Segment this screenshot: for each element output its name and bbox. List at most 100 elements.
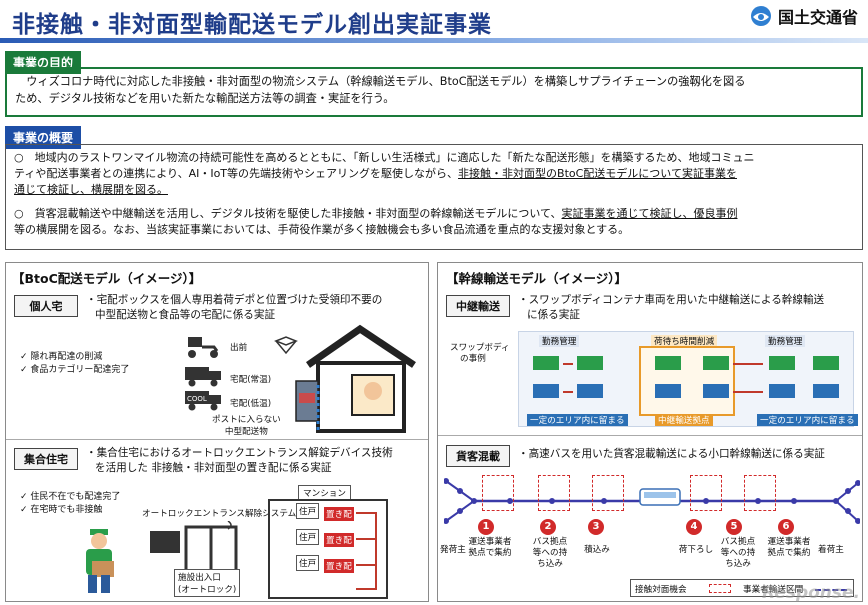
legend-contact-label: 接触対面機会 bbox=[635, 585, 687, 595]
step-label-1: 運送事業者 拠点で集約 bbox=[468, 537, 512, 558]
delivery-person-icon bbox=[86, 529, 114, 593]
relay-tag: 中継輸送 bbox=[446, 295, 510, 317]
post-note-line-1: ポストに入らない bbox=[212, 415, 281, 425]
entrance-label: 施設出入口 (オートロック) bbox=[174, 569, 241, 597]
entrance-line-1: 施設出入口 bbox=[178, 573, 221, 583]
post-note: ポストに入らない 中型配送物 bbox=[212, 413, 281, 437]
truck-icon bbox=[185, 367, 221, 387]
apartment-desc-line-2: を活用した 非接触・非対面型の置き配に係る実証 bbox=[95, 462, 332, 474]
step-number-3: 3 bbox=[588, 519, 604, 535]
step-number-4: 4 bbox=[686, 519, 702, 535]
summary-p2-underlined: 実証事業を通じて検証し、優良事例 bbox=[561, 207, 738, 220]
mixed-desc: ・高速バスを用いた貨客混載輸送による小口幹線輸送に係る実証 bbox=[518, 448, 825, 460]
summary-p1-b: ティや配送事業者との連携により、AI・IoT等の先端技術やシェアリングを駆使しな… bbox=[14, 167, 459, 180]
relay-diagram: 勤務管理 荷待ち時間削減 勤務管理 一定のエリア内に留まる 中継輸送拠点 一定の… bbox=[518, 331, 858, 427]
shipper-label: 発荷主 bbox=[440, 545, 466, 555]
trunk-panel: 【幹線輸送モデル（イメージ）】 中継輸送 ・スワップボディコンテナ車両を用いた中… bbox=[437, 262, 863, 602]
relay-top-3: 勤務管理 bbox=[765, 335, 806, 347]
page-title: 非接触・非対面型輸配送モデル創出実証事業 bbox=[12, 12, 492, 38]
step-label-2: バス拠点 等への持 ち込み bbox=[532, 537, 568, 569]
step-number-1: 1 bbox=[478, 519, 494, 535]
contact-zone-1 bbox=[482, 475, 514, 511]
legend-section-label: 事業者輸送区間 bbox=[743, 585, 804, 595]
house-illustration bbox=[295, 324, 416, 433]
purpose-line-2: ため、デジタル技術などを用いた新たな輸配送方法等の調査・実証を行う。 bbox=[15, 92, 395, 105]
step-number-2: 2 bbox=[540, 519, 556, 535]
check-item-1: ✓ 隠れ再配達の削減 bbox=[20, 352, 103, 362]
item-low-temp: 宅配(低温) bbox=[230, 399, 272, 409]
relay-desc: ・スワップボディコンテナ車両を用いた中継輸送による幹線輸送 に係る実証 bbox=[518, 293, 860, 323]
autolock-label: オートロックエントランス解除システム bbox=[142, 509, 297, 519]
swap-body-line-1: スワップボディ bbox=[450, 343, 510, 353]
ministry-logo: 国土交通省 bbox=[750, 4, 858, 28]
step-label-5: バス拠点 等への持 ち込み bbox=[720, 537, 756, 569]
package-icon bbox=[274, 336, 298, 355]
mansion-building bbox=[268, 499, 388, 599]
okihai-label-3: 置き配 bbox=[324, 559, 354, 573]
house-desc-line-2: 中型配送物と食品等の宅配に係る実証 bbox=[95, 309, 276, 321]
okihai-label-2: 置き配 bbox=[324, 533, 354, 547]
cool-label: COOL bbox=[187, 395, 207, 403]
contact-zone-5 bbox=[744, 475, 776, 511]
summary-paragraph-1: ○ 地域内のラストワンマイル物流の持続可能性を高めるとともに、「新しい生活様式」… bbox=[14, 150, 854, 198]
relay-desc-line-1: ・スワップボディコンテナ車両を用いた中継輸送による幹線輸送 bbox=[518, 294, 825, 306]
okihai-label-1: 置き配 bbox=[324, 507, 354, 521]
header-rule bbox=[0, 38, 868, 43]
scooter-icon bbox=[188, 337, 219, 358]
summary-p1-underlined: 非接触・非対面型のBtoC配送モデルについて実証事業を bbox=[458, 167, 737, 180]
house-desc: ・宅配ボックスを個人専用着荷デポと位置づけた受領印不要の 中型配送物と食品等の宅… bbox=[86, 293, 426, 323]
trunk-title: 【幹線輸送モデル（イメージ）】 bbox=[446, 271, 628, 286]
entrance-illustration bbox=[150, 521, 238, 575]
legend-section-swatch bbox=[815, 589, 847, 591]
legend-contact-swatch bbox=[709, 584, 731, 593]
post-note-line-2: 中型配送物 bbox=[224, 427, 268, 437]
apartment-check-1: ✓ 住民不在でも配達完了 bbox=[20, 492, 121, 502]
unit-label-1: 住戸 bbox=[296, 503, 320, 519]
item-normal-temp: 宅配(常温) bbox=[230, 375, 272, 385]
entrance-line-2: (オートロック) bbox=[178, 585, 237, 595]
summary-label: 事業の概要 bbox=[5, 126, 82, 149]
relay-bottom-1: 一定のエリア内に留まる bbox=[527, 414, 628, 426]
apartment-desc-line-1: ・集合住宅におけるオートロックエントランス解錠デバイス技術 bbox=[86, 447, 393, 459]
summary-paragraph-2: ○ 貨客混載輸送や中継輸送を活用し、デジタル技術を駆使した非接触・非対面型の幹線… bbox=[14, 206, 854, 238]
step-number-6: 6 bbox=[778, 519, 794, 535]
cool-truck-icon: COOL bbox=[185, 391, 221, 411]
btoc-divider bbox=[6, 439, 428, 440]
apartment-desc: ・集合住宅におけるオートロックエントランス解錠デバイス技術 を活用した 非接触・… bbox=[86, 446, 426, 476]
house-checks: ✓ 隠れ再配達の削減 ✓ 食品カテゴリー配達完了 bbox=[20, 351, 129, 377]
step-label-4: 荷下ろし bbox=[678, 545, 714, 555]
summary-p2-c: 等の横展開を図る。なお、当該実証事業においては、手荷役作業が多く接触機会も多い食… bbox=[14, 223, 630, 236]
summary-p2-a: ○ 貨客混載輸送や中継輸送を活用し、デジタル技術を駆使した非接触・非対面型の幹線… bbox=[14, 207, 562, 220]
btoc-title: 【BtoC配送モデル（イメージ）】 bbox=[12, 271, 202, 286]
swap-body-line-2: の事例 bbox=[460, 354, 486, 364]
house-tag: 個人宅 bbox=[14, 295, 78, 317]
contact-zone-3 bbox=[592, 475, 624, 511]
step-number-5: 5 bbox=[726, 519, 742, 535]
trunk-divider bbox=[438, 435, 862, 436]
unit-label-3: 住戸 bbox=[296, 555, 320, 571]
relay-desc-line-2: に係る実証 bbox=[527, 309, 580, 321]
unit-label-2: 住戸 bbox=[296, 529, 320, 545]
mlit-emblem-icon bbox=[750, 6, 771, 26]
relay-trucks-graphic bbox=[533, 356, 839, 398]
relay-bottom-3: 一定のエリア内に留まる bbox=[757, 414, 858, 426]
house-desc-line-1: ・宅配ボックスを個人専用着荷デポと位置づけた受領印不要の bbox=[86, 294, 383, 306]
summary-box: ○ 地域内のラストワンマイル物流の持続可能性を高めるとともに、「新しい生活様式」… bbox=[5, 144, 863, 250]
relay-bottom-2: 中継輸送拠点 bbox=[655, 414, 713, 426]
step-label-6: 運送事業者 拠点で集約 bbox=[767, 537, 811, 558]
btoc-panel: 【BtoC配送モデル（イメージ）】 個人宅 ・宅配ボックスを個人専用着荷デポと位… bbox=[5, 262, 429, 602]
apartment-checks: ✓ 住民不在でも配達完了 ✓ 在宅時でも非接触 bbox=[20, 491, 120, 517]
relay-top-2: 荷待ち時間削減 bbox=[651, 335, 718, 347]
purpose-box: ウィズコロナ時代に対応した非接触・非対面型の物流システム（幹線輸送モデル、Bto… bbox=[5, 67, 863, 117]
summary-p1-d: 通じて検証し、横展開を図る。 bbox=[14, 183, 168, 196]
apartment-tag: 集合住宅 bbox=[14, 448, 78, 470]
apartment-check-2: ✓ 在宅時でも非接触 bbox=[20, 505, 103, 515]
contact-zone-2 bbox=[538, 475, 570, 511]
step-label-3: 積込み bbox=[584, 545, 610, 555]
contact-zone-4 bbox=[690, 475, 722, 511]
route-legend: 接触対面機会 事業者輸送区間 bbox=[630, 579, 854, 597]
swap-body-note: スワップボディ の事例 bbox=[450, 343, 510, 365]
item-demae: 出前 bbox=[230, 343, 248, 353]
watermark: Response. bbox=[762, 583, 860, 603]
mixed-tag: 貨客混載 bbox=[446, 445, 510, 467]
